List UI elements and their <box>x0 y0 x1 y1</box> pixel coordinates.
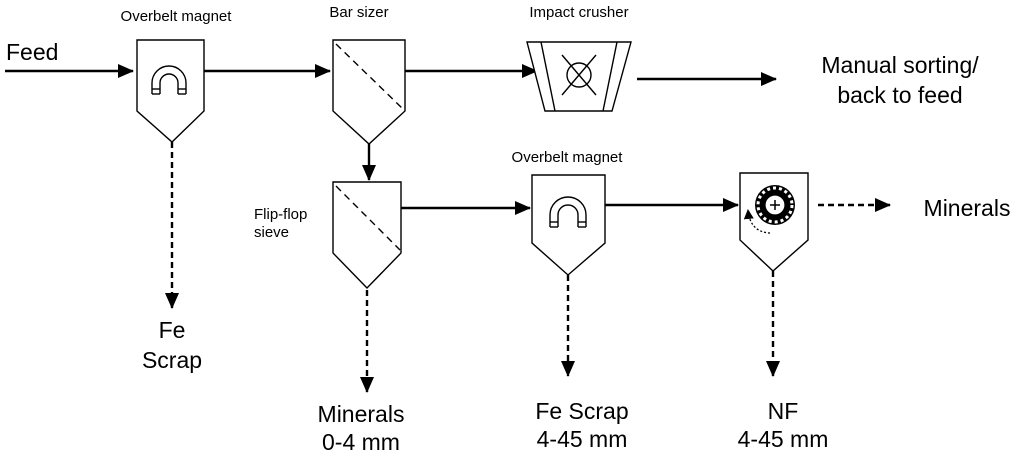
label-overbelt-magnet-1: Overbelt magnet <box>121 8 233 25</box>
label-flip-flop-line1: Flip-flop <box>254 206 307 223</box>
label-impact-crusher: Impact crusher <box>529 4 628 21</box>
rotor-icon <box>561 54 597 96</box>
label-minerals-right: Minerals <box>924 195 1011 221</box>
label-bar-sizer: Bar sizer <box>329 4 388 21</box>
impact-crusher <box>526 41 632 112</box>
label-nf-line2: 4-45 mm <box>738 426 829 452</box>
label-manual-sorting-line1: Manual sorting/ <box>821 52 979 78</box>
label-minerals-fine-line2: 0-4 mm <box>322 429 400 455</box>
label-fe-scrap-1-line1: Fe <box>159 317 186 343</box>
screen-line <box>335 185 401 251</box>
eddy-rotor-icon <box>743 185 795 234</box>
flip-flop-sieve <box>332 181 402 290</box>
label-feed: Feed <box>6 39 58 65</box>
label-fe-scrap-1-line2: Scrap <box>142 347 202 373</box>
label-flip-flop-line2: sieve <box>254 224 289 241</box>
overbelt-magnet-2 <box>531 174 606 276</box>
rotation-arrow-icon <box>743 209 771 234</box>
label-manual-sorting-line2: back to feed <box>837 82 962 108</box>
label-fe-scrap-2-line2: 4-45 mm <box>537 426 628 452</box>
label-overbelt-magnet-2: Overbelt magnet <box>512 149 624 166</box>
label-nf-line1: NF <box>768 398 799 424</box>
magnet-icon <box>549 196 587 228</box>
eddy-current-separator <box>739 172 809 272</box>
overbelt-magnet-1 <box>136 39 205 143</box>
label-minerals-fine-line1: Minerals <box>318 401 405 427</box>
magnet-icon <box>151 65 187 95</box>
screen-line <box>335 43 405 111</box>
bar-sizer <box>332 39 406 145</box>
label-fe-scrap-2-line1: Fe Scrap <box>535 398 628 424</box>
